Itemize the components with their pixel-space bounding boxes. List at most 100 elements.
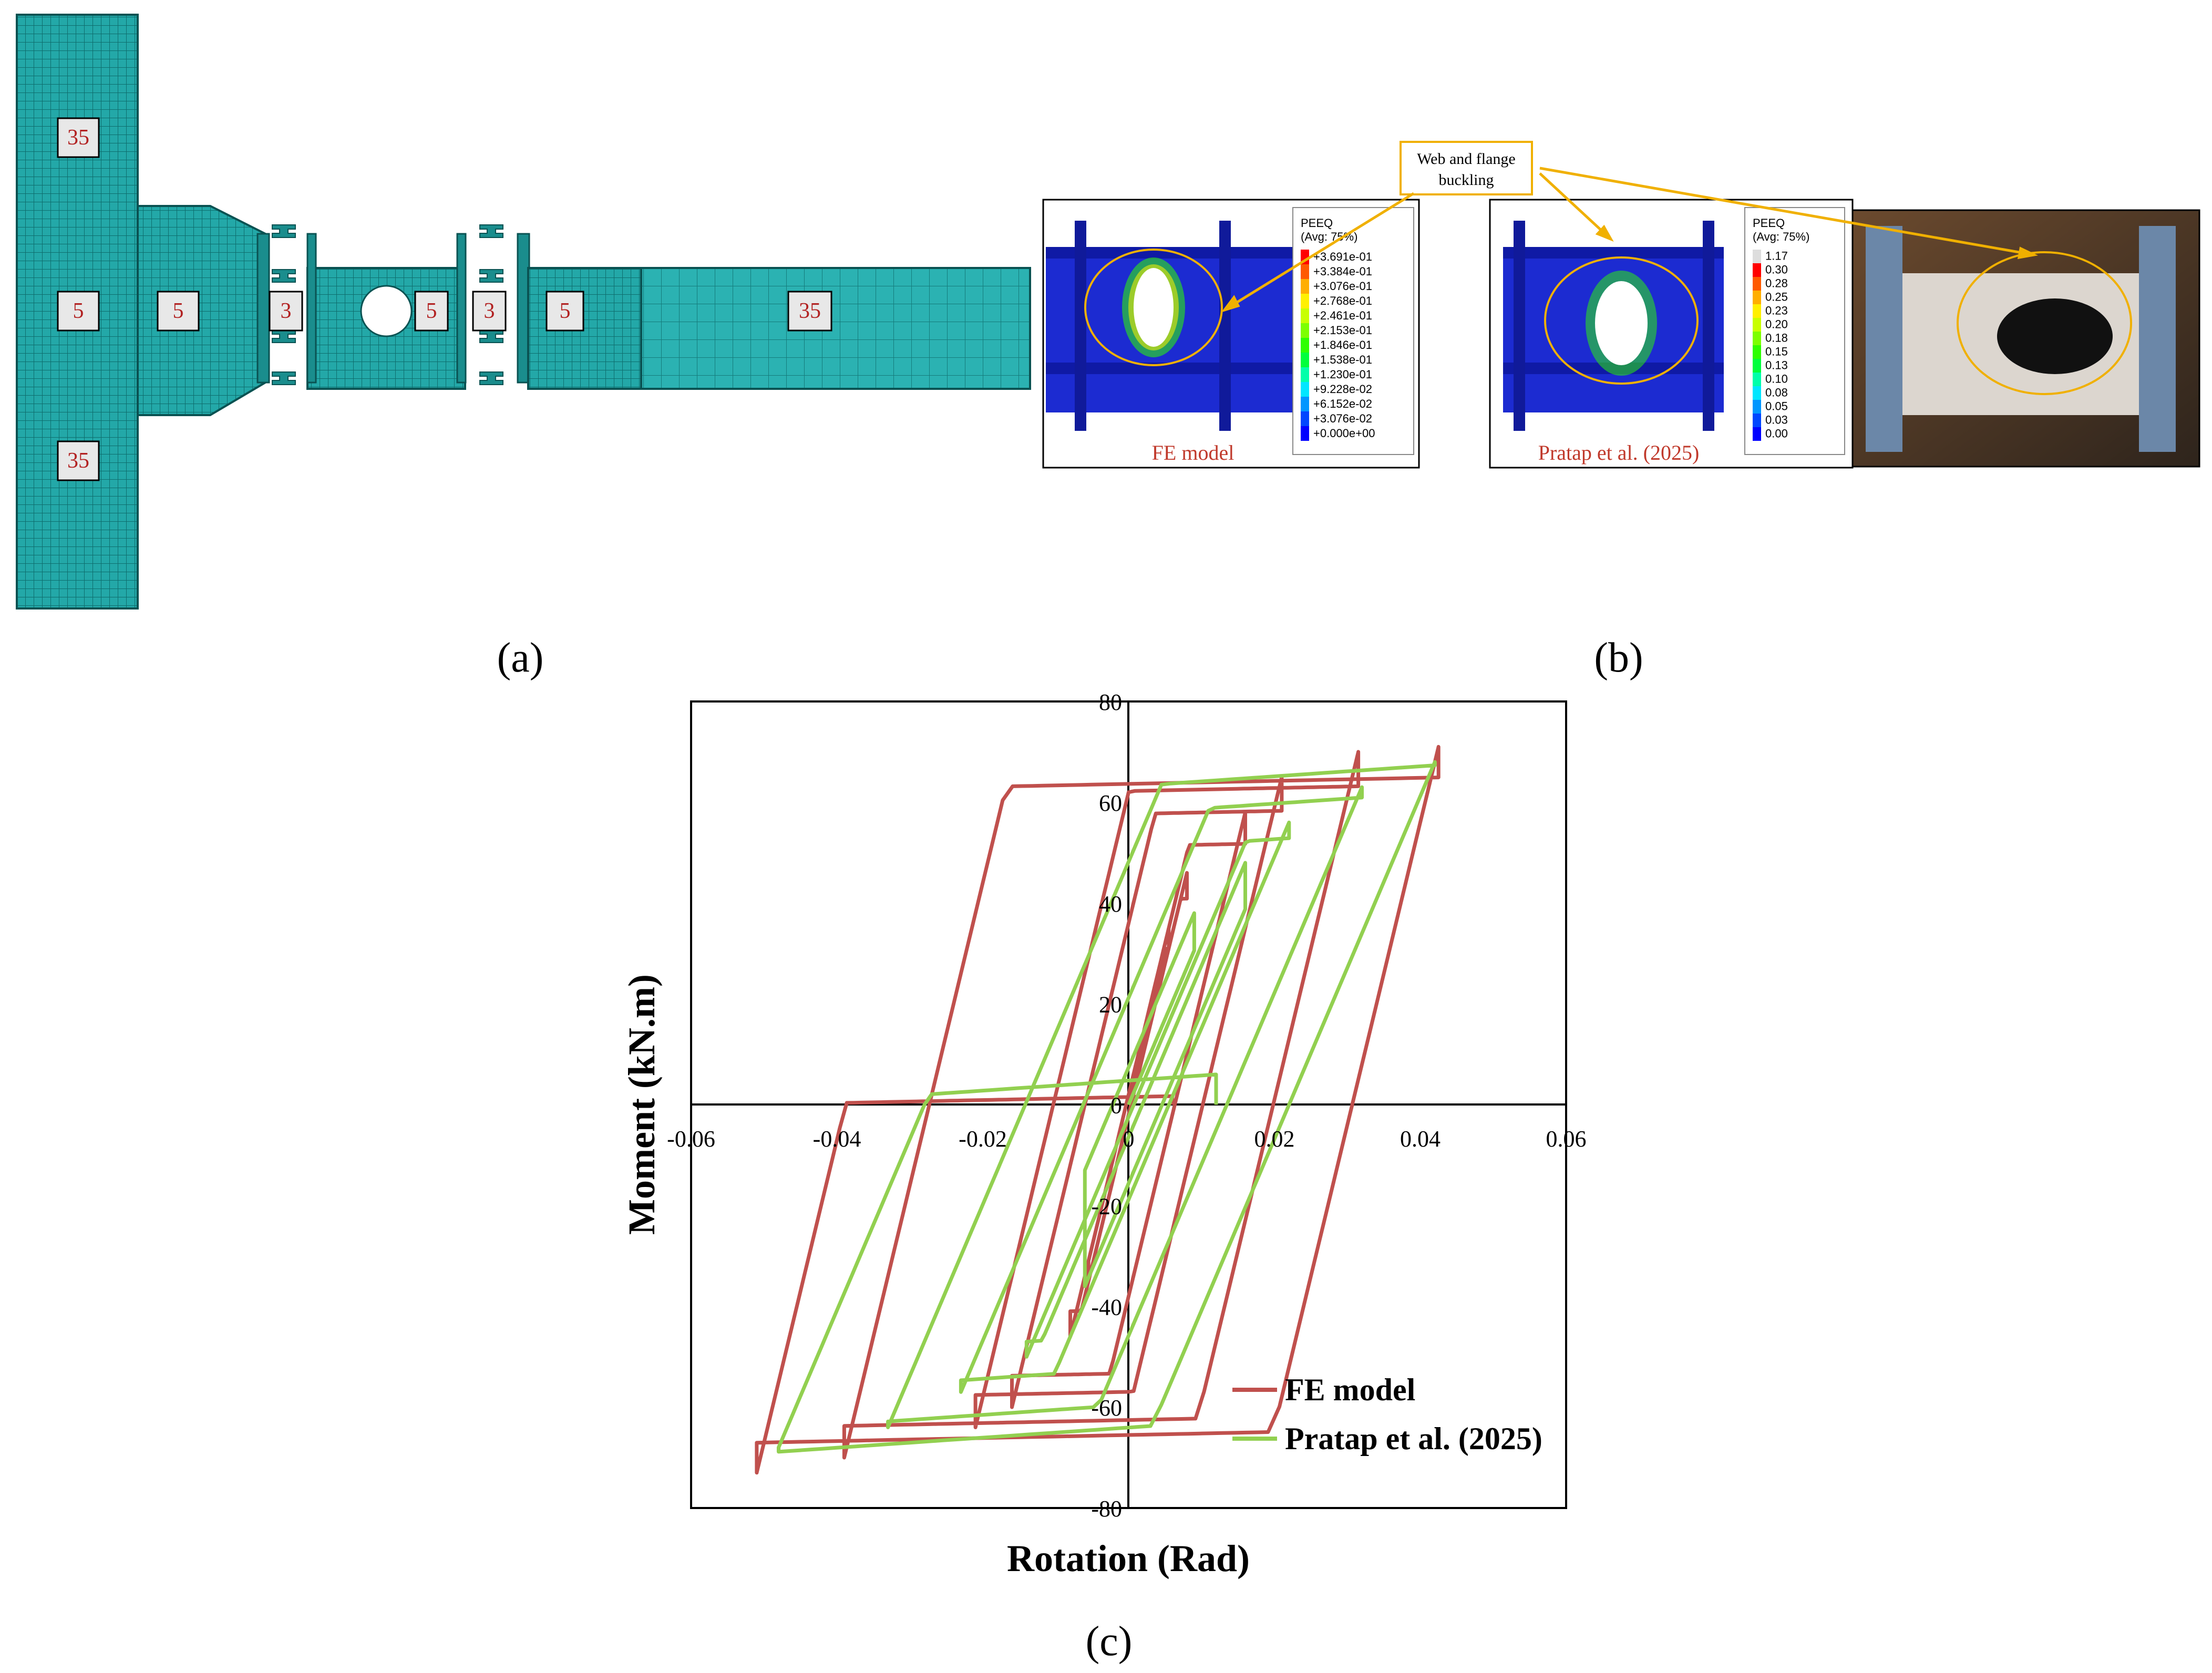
legend-color-swatch <box>1753 345 1761 359</box>
y-tick-label: 0 <box>1110 1093 1122 1119</box>
series-fe-model <box>755 745 1441 1475</box>
x-tick-label: -0.04 <box>813 1126 861 1152</box>
legend-color-swatch <box>1301 294 1309 308</box>
y-tick-label: 80 <box>1099 689 1122 715</box>
legend-value: +2.768e-01 <box>1313 294 1372 307</box>
exp-legend-title: PEEQ <box>1753 216 1785 230</box>
legend-color-swatch <box>1753 263 1761 277</box>
legend-value: 0.13 <box>1765 359 1788 372</box>
svg-text:3: 3 <box>484 299 495 323</box>
svg-text:5: 5 <box>560 299 571 323</box>
legend-value: +3.384e-01 <box>1313 265 1372 278</box>
legend-value: +3.076e-02 <box>1313 412 1372 425</box>
callout-text: buckling <box>1439 171 1494 189</box>
legend-value: 0.15 <box>1765 345 1788 358</box>
series-pratap-2025 <box>777 760 1437 1454</box>
y-tick-label: -20 <box>1091 1193 1122 1219</box>
legend-color-swatch <box>1301 308 1309 323</box>
mesh-label: 3 <box>269 291 303 332</box>
mesh-label: 3 <box>472 291 507 332</box>
exp-plate <box>1703 221 1714 431</box>
legend-value: 0.08 <box>1765 386 1788 399</box>
legend-color-swatch <box>1753 414 1761 427</box>
legend-color-swatch <box>1753 427 1761 441</box>
mesh-label: 35 <box>57 440 100 481</box>
hysteresis-curves <box>755 745 1441 1475</box>
photo-opening <box>1997 298 2113 374</box>
legend-value: 0.20 <box>1765 318 1788 331</box>
legend-color-swatch <box>1301 411 1309 426</box>
bolt <box>479 224 503 238</box>
panel-c-label: (c) <box>1086 1618 1133 1665</box>
fe-plate <box>1219 221 1231 431</box>
y-tick-label: -60 <box>1091 1395 1122 1421</box>
fuse-plate-left <box>306 233 317 384</box>
y-axis-title: Moment (kN.m) <box>621 974 663 1235</box>
legend-value: +2.461e-01 <box>1313 309 1372 322</box>
legend-color-swatch <box>1301 367 1309 382</box>
web-opening <box>360 285 413 337</box>
legend-color-swatch <box>1753 332 1761 345</box>
legend-value: +3.076e-01 <box>1313 280 1372 293</box>
photo-plate <box>2139 226 2176 452</box>
x-tick-label: -0.06 <box>667 1126 715 1152</box>
haunch-mesh <box>137 205 266 416</box>
fe-flange <box>1046 363 1295 374</box>
legend-value: 0.05 <box>1765 400 1788 413</box>
legend-color-swatch <box>1753 304 1761 318</box>
fe-legend-box <box>1292 207 1414 455</box>
legend-color-swatch <box>1753 291 1761 304</box>
legend-color-swatch <box>1753 373 1761 386</box>
panel-a-label: (a) <box>497 635 544 681</box>
fe-legend-title: PEEQ <box>1301 216 1333 230</box>
fe-highlight-circle <box>1084 249 1223 366</box>
exp-highlight-circle <box>1544 256 1699 385</box>
mesh-label: 35 <box>57 117 100 158</box>
legend-value: +1.538e-01 <box>1313 353 1372 366</box>
fe-caption: FE model <box>1152 441 1234 464</box>
legend-label-exp: Pratap et al. (2025) <box>1285 1421 1542 1456</box>
y-tick-label: 20 <box>1099 992 1122 1018</box>
panel-a-mesh: 35 5 5 35 3 5 3 5 35 (a) <box>16 14 1031 681</box>
legend-color-swatch <box>1301 397 1309 411</box>
legend-color-swatch <box>1753 318 1761 332</box>
legend-value: 0.30 <box>1765 263 1788 276</box>
panel-b-label: (b) <box>1594 635 1643 681</box>
legend-color-swatch <box>1301 279 1309 294</box>
svg-text:35: 35 <box>799 299 821 323</box>
legend-color-swatch <box>1301 264 1309 279</box>
svg-text:35: 35 <box>67 126 89 150</box>
callout-arrows <box>1221 167 2039 313</box>
bolt <box>479 329 503 343</box>
bolt <box>272 269 296 283</box>
legend-color-swatch <box>1301 323 1309 338</box>
legend-value: 0.10 <box>1765 373 1788 386</box>
svg-text:5: 5 <box>173 299 184 323</box>
callout-box <box>1400 141 1533 195</box>
mesh-label: 5 <box>57 291 100 332</box>
panel-b: PEEQ (Avg: 75%) +3.691e-01 +3.384e-01 +3.0… <box>1042 141 2200 681</box>
y-tick-label: -80 <box>1091 1496 1122 1522</box>
exp-legend-title: (Avg: 75%) <box>1753 230 1809 243</box>
exp-plate <box>1514 221 1525 431</box>
exp-flange <box>1503 247 1724 259</box>
legend-label-fe: FE model <box>1285 1372 1415 1407</box>
legend-color-swatch <box>1301 382 1309 397</box>
x-tick-label: 0.06 <box>1546 1126 1587 1152</box>
photo-highlight-circle <box>1957 251 2132 395</box>
fe-plate <box>1075 221 1086 431</box>
x-tick-label: 0 <box>1123 1126 1135 1152</box>
beam-mesh-fine <box>527 267 642 390</box>
end-plate <box>256 233 270 384</box>
bolt <box>272 224 296 238</box>
svg-text:3: 3 <box>281 299 292 323</box>
legend-value: 0.18 <box>1765 332 1788 345</box>
legend-value: +1.230e-01 <box>1313 368 1372 381</box>
exp-legend-scale: 1.170.300.280.250.230.200.180.150.130.10… <box>1753 250 1788 441</box>
bolt <box>272 329 296 343</box>
beam-mesh-coarse <box>640 267 1031 390</box>
legend-value: +3.691e-01 <box>1313 250 1372 263</box>
bolt <box>479 269 503 283</box>
